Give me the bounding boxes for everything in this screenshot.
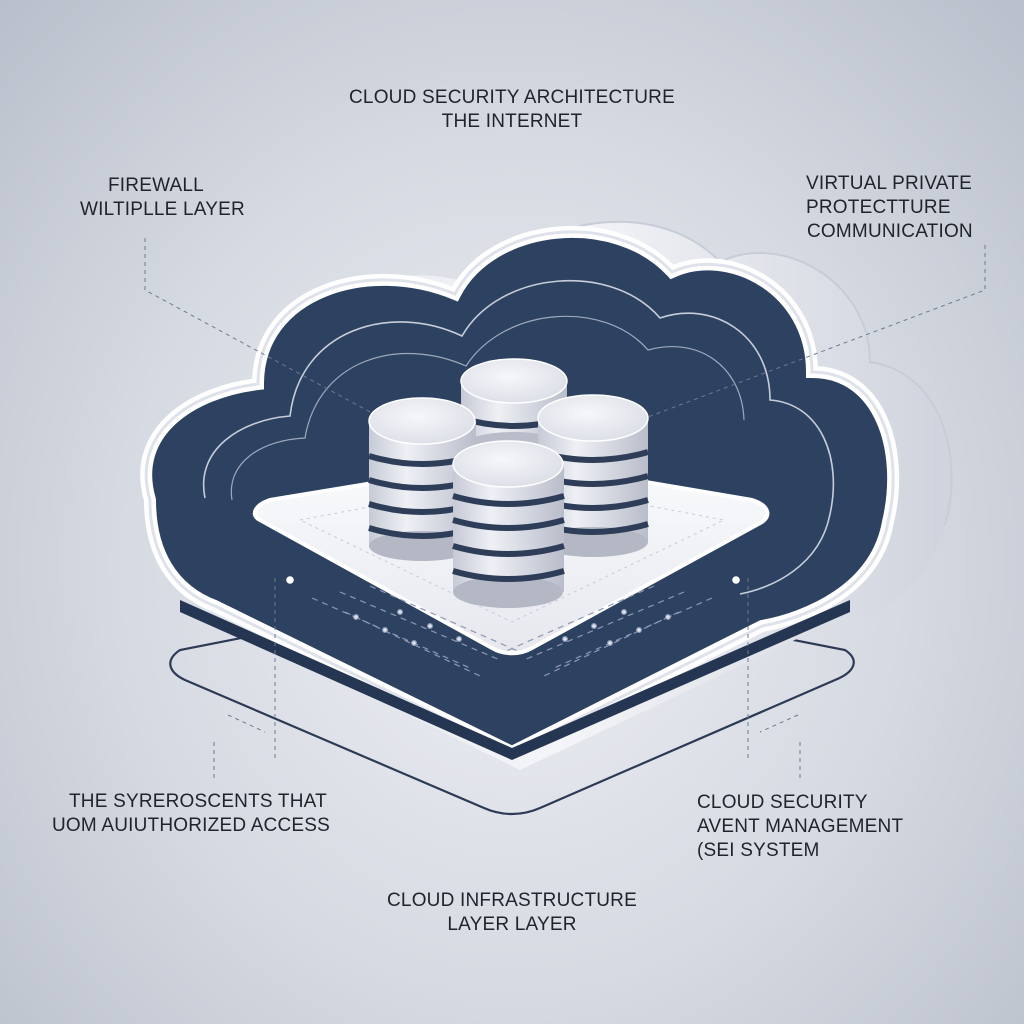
infrastructure-label: CLOUD INFRASTRUCTURE LAYER LAYER <box>372 889 652 937</box>
firewall-label: FIREWALL WILTIPLLE LAYER <box>80 174 245 222</box>
vpn-label-line1: VIRTUAL PRIVATE <box>806 172 973 196</box>
siem-label-line1: CLOUD SECURITY <box>697 791 903 815</box>
diagram-title-line2: THE INTERNET <box>312 110 712 134</box>
infrastructure-label-line1: CLOUD INFRASTRUCTURE <box>372 889 652 913</box>
siem-label-line3: (SEI SYSTEM <box>697 839 903 863</box>
unauthorized-access-label-line2: UOM AUIUTHORIZED ACCESS <box>52 814 330 838</box>
firewall-label-line1: FIREWALL <box>80 174 245 198</box>
diagram-title-line1: CLOUD SECURITY ARCHITECTURE <box>312 86 712 110</box>
infrastructure-label-line2: LAYER LAYER <box>372 913 652 937</box>
vpn-label: VIRTUAL PRIVATE PROTECTTURE COMMUNICATIO… <box>806 172 973 244</box>
unauthorized-access-label: THE SYREROSCENTS THAT UOM AUIUTHORIZED A… <box>52 790 330 838</box>
database-cylinder-front <box>453 441 564 608</box>
diagram-title: CLOUD SECURITY ARCHITECTURE THE INTERNET <box>312 86 712 134</box>
unauthorized-access-label-line1: THE SYREROSCENTS THAT <box>52 790 330 814</box>
firewall-label-line2: WILTIPLLE LAYER <box>80 198 245 222</box>
siem-label-line2: AVENT MANAGEMENT <box>697 815 903 839</box>
vpn-label-line2: PROTECTTURE <box>806 196 973 220</box>
siem-label: CLOUD SECURITY AVENT MANAGEMENT (SEI SYS… <box>697 791 903 863</box>
vpn-label-line3: COMMUNICATION <box>807 220 973 244</box>
